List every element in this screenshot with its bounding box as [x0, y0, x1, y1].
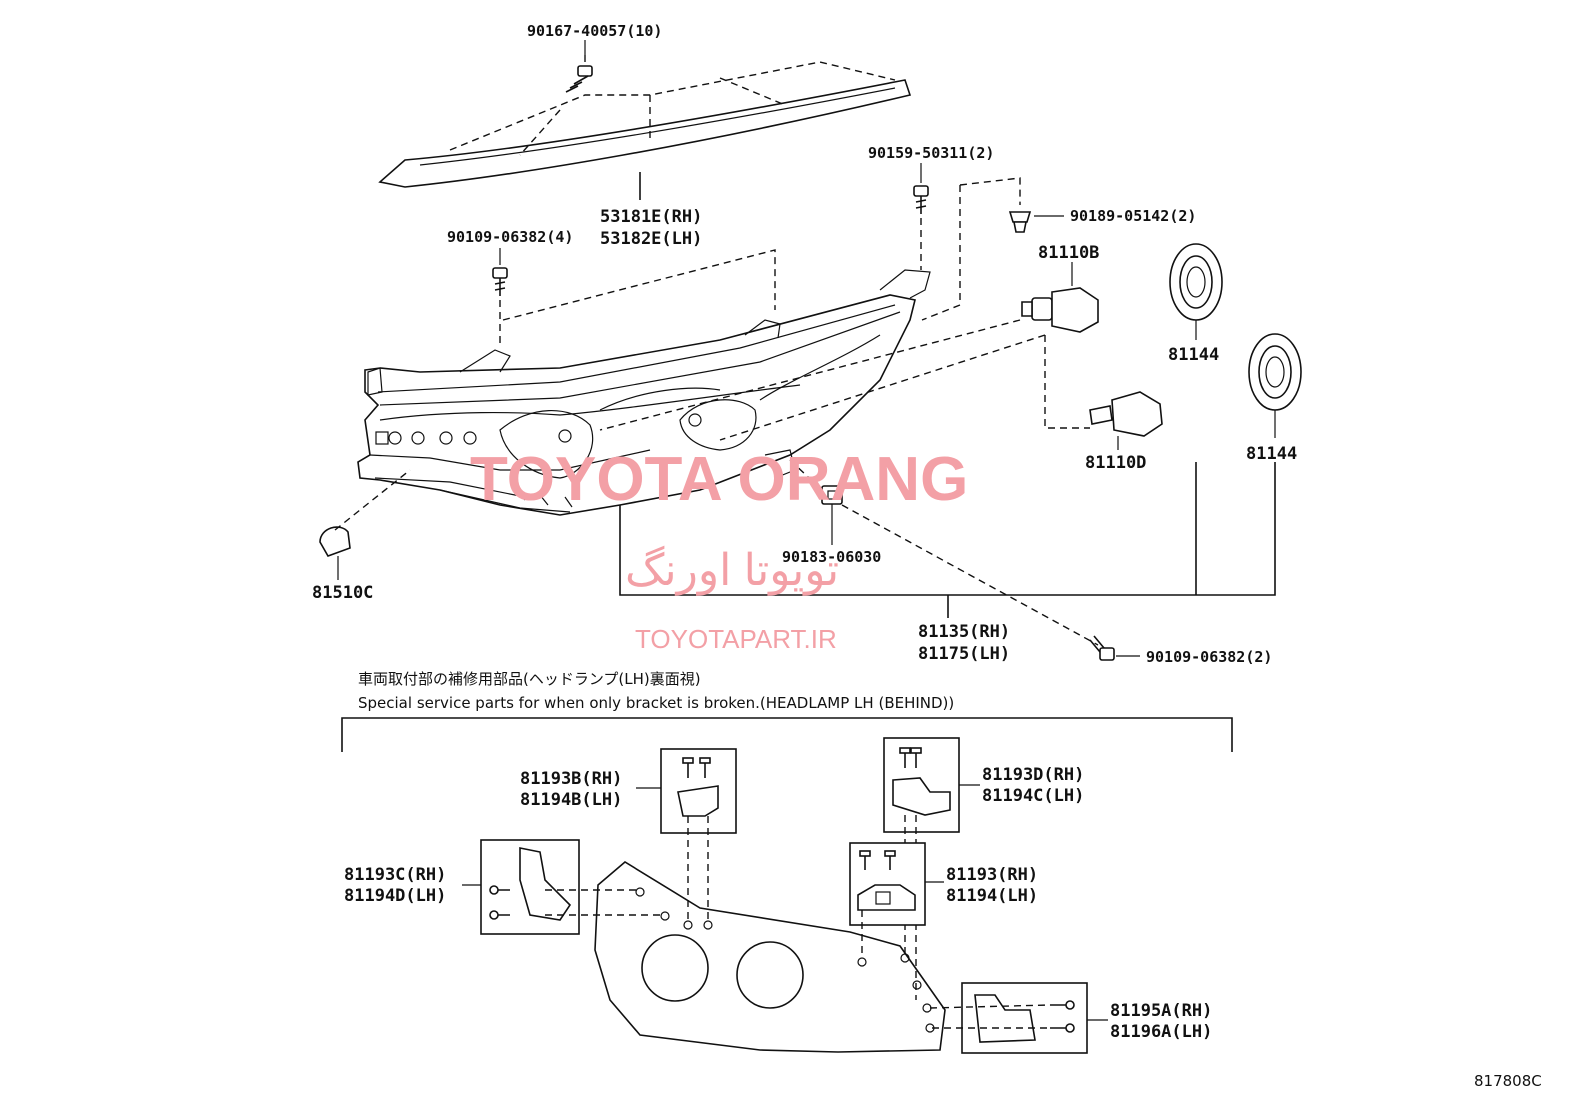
- label-bulb-b: 81110B: [1038, 243, 1099, 263]
- bracket-box-2: [883, 737, 960, 1000]
- label-clip-right: 90189-05142(2): [1070, 207, 1196, 225]
- cover-81144-a-icon: [1169, 243, 1223, 321]
- label-b1-lh: 81194B(LH): [520, 790, 622, 810]
- label-b2-rh: 81193D(RH): [982, 765, 1084, 785]
- label-b5-rh: 81195A(RH): [1110, 1001, 1212, 1021]
- watermark-persian: تویوتا اورنگ: [625, 545, 839, 596]
- label-cover-b: 81144: [1246, 444, 1297, 464]
- label-lamp-lh: 81175(LH): [918, 644, 1010, 664]
- screw-bottom-icon: [1089, 635, 1115, 661]
- label-screw-mid: 90159-50311(2): [868, 144, 994, 162]
- bulb-81110b-icon: [599, 287, 1099, 431]
- label-screw-left: 90109-06382(4): [447, 228, 573, 246]
- screw-left-icon: [492, 267, 508, 345]
- screw-mid-icon: [913, 185, 929, 270]
- nut-icon: [789, 459, 1099, 646]
- cover-81144-b-icon: [1248, 333, 1302, 411]
- label-b4-rh: 81193(RH): [946, 865, 1038, 885]
- screw-top-icon: [565, 55, 593, 93]
- label-screw-bottom: 90109-06382(2): [1146, 648, 1272, 666]
- label-garnish-lh: 53182E(LH): [600, 229, 702, 249]
- label-b3-lh: 81194D(LH): [344, 886, 446, 906]
- bracket-box-3: [480, 839, 665, 935]
- label-b1-rh: 81193B(RH): [520, 769, 622, 789]
- label-bulb-d: 81110D: [1085, 453, 1146, 473]
- bulb-81110d-icon: [719, 334, 1163, 441]
- label-b2-lh: 81194C(LH): [982, 786, 1084, 806]
- watermark-url: TOYOTAPART.IR: [635, 624, 837, 654]
- bulb-81510c-icon: [319, 469, 411, 557]
- label-lamp-rh: 81135(RH): [918, 622, 1010, 642]
- label-b3-rh: 81193C(RH): [344, 865, 446, 885]
- label-cover-a: 81144: [1168, 345, 1219, 365]
- label-nut: 90183-06030: [782, 548, 881, 566]
- label-b5-lh: 81196A(LH): [1110, 1022, 1212, 1042]
- headlamp-assembly: [357, 269, 931, 516]
- bracket-box-4: [849, 842, 926, 958]
- clip-icon: [921, 177, 1032, 321]
- note-bracket: [341, 717, 1233, 752]
- label-bulb-c: 81510C: [312, 583, 373, 603]
- label-screw-top: 90167-40057(10): [527, 22, 662, 40]
- watermark-main: TOYOTA ORANG: [470, 445, 968, 514]
- garnish-strip: [378, 61, 912, 200]
- note-english: Special service parts for when only brac…: [358, 694, 954, 712]
- bracket-box-1: [660, 748, 737, 920]
- label-b4-lh: 81194(LH): [946, 886, 1038, 906]
- note-japanese: 車両取付部の補修用部品(ヘッドランプ(LH)裏面視): [358, 670, 701, 688]
- label-garnish-rh: 53181E(RH): [600, 207, 702, 227]
- diagram-id: 817808C: [1474, 1072, 1542, 1090]
- bracket-box-5: [929, 982, 1088, 1054]
- housing-behind: [594, 861, 946, 1053]
